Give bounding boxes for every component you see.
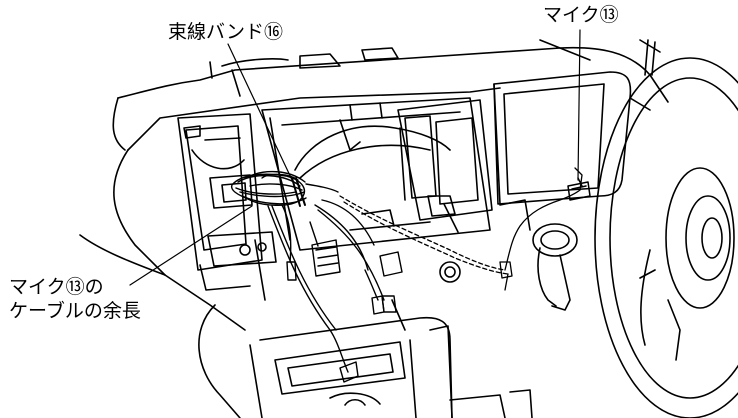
microphone-unit	[567, 177, 591, 201]
cable-band	[291, 177, 306, 207]
connector-leads	[267, 199, 403, 383]
leader-mic-slack	[129, 205, 253, 286]
label-microphone: マイク⑬	[543, 4, 619, 26]
label-cable-band: 束線バンド⑯	[168, 21, 283, 43]
leader-lines	[129, 29, 581, 286]
dashboard-outline	[79, 39, 669, 418]
steering-wheel	[594, 39, 738, 418]
steering-column	[439, 199, 578, 311]
leader-microphone	[577, 29, 581, 181]
lower-console	[249, 299, 533, 418]
microphone-cable	[339, 167, 583, 291]
label-mic-cable-slack: マイク⑬の ケーブルの余長	[9, 275, 141, 323]
right-bracket-area	[397, 99, 493, 233]
left-panel-opening	[177, 113, 277, 301]
right-display-housing	[493, 71, 651, 205]
label-mic-cable-slack-line2: ケーブルの余長	[9, 300, 141, 322]
leader-cable-band	[227, 43, 294, 183]
label-mic-cable-slack-line1: マイク⑬の	[9, 276, 104, 298]
